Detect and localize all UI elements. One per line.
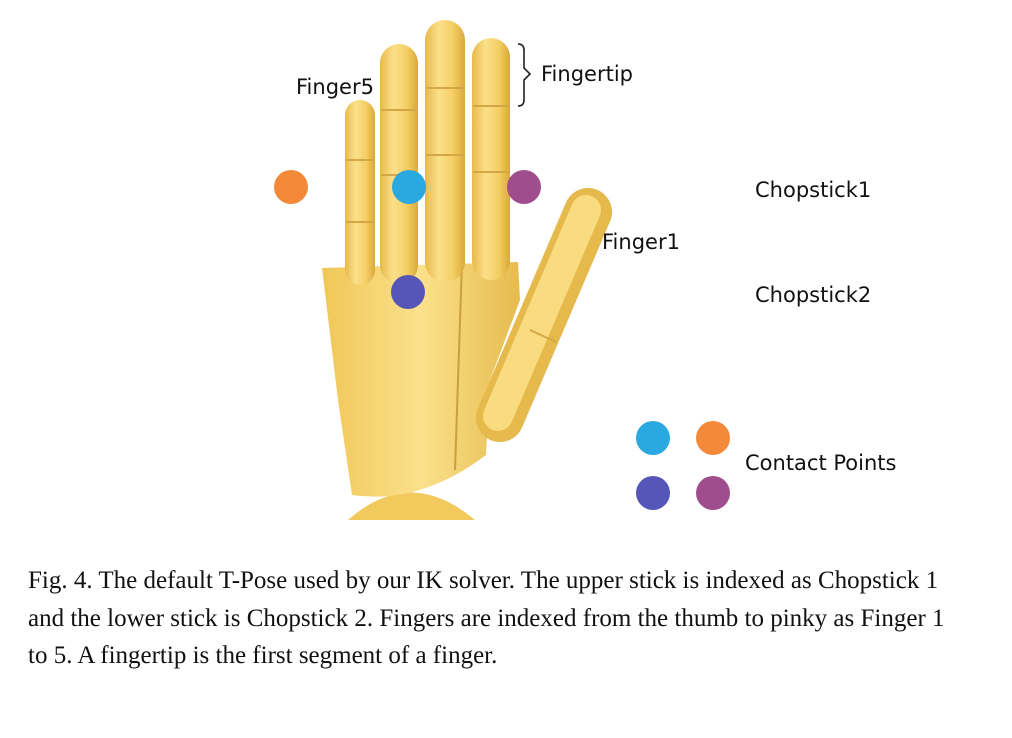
label-finger1: Finger1 — [602, 230, 680, 254]
contact-point-purple — [507, 170, 541, 204]
legend-dot-indigo — [636, 476, 670, 510]
contact-point-orange — [274, 170, 308, 204]
hand-chopstick-diagram: Fingertip Finger5 Finger1 Chopstick1 Cho… — [113, 20, 896, 520]
legend-dot-purple — [696, 476, 730, 510]
label-chopstick2: Chopstick2 — [755, 283, 871, 307]
label-fingertip: Fingertip — [541, 62, 633, 86]
label-chopstick1: Chopstick1 — [755, 178, 871, 202]
finger-4 — [380, 44, 418, 284]
label-finger5: Finger5 — [296, 75, 374, 99]
legend-dot-cyan — [636, 421, 670, 455]
label-contact-points: Contact Points — [745, 451, 896, 475]
fingertip-bracket — [517, 43, 532, 107]
wrist — [348, 492, 475, 520]
finger-1-thumb — [476, 188, 612, 442]
finger-2 — [472, 38, 510, 280]
legend-dot-orange — [696, 421, 730, 455]
figure-caption: Fig. 4. The default T-Pose used by our I… — [28, 567, 945, 669]
contact-point-indigo — [391, 275, 425, 309]
finger-3 — [425, 20, 465, 282]
contact-point-cyan — [392, 170, 426, 204]
palm — [322, 262, 520, 497]
